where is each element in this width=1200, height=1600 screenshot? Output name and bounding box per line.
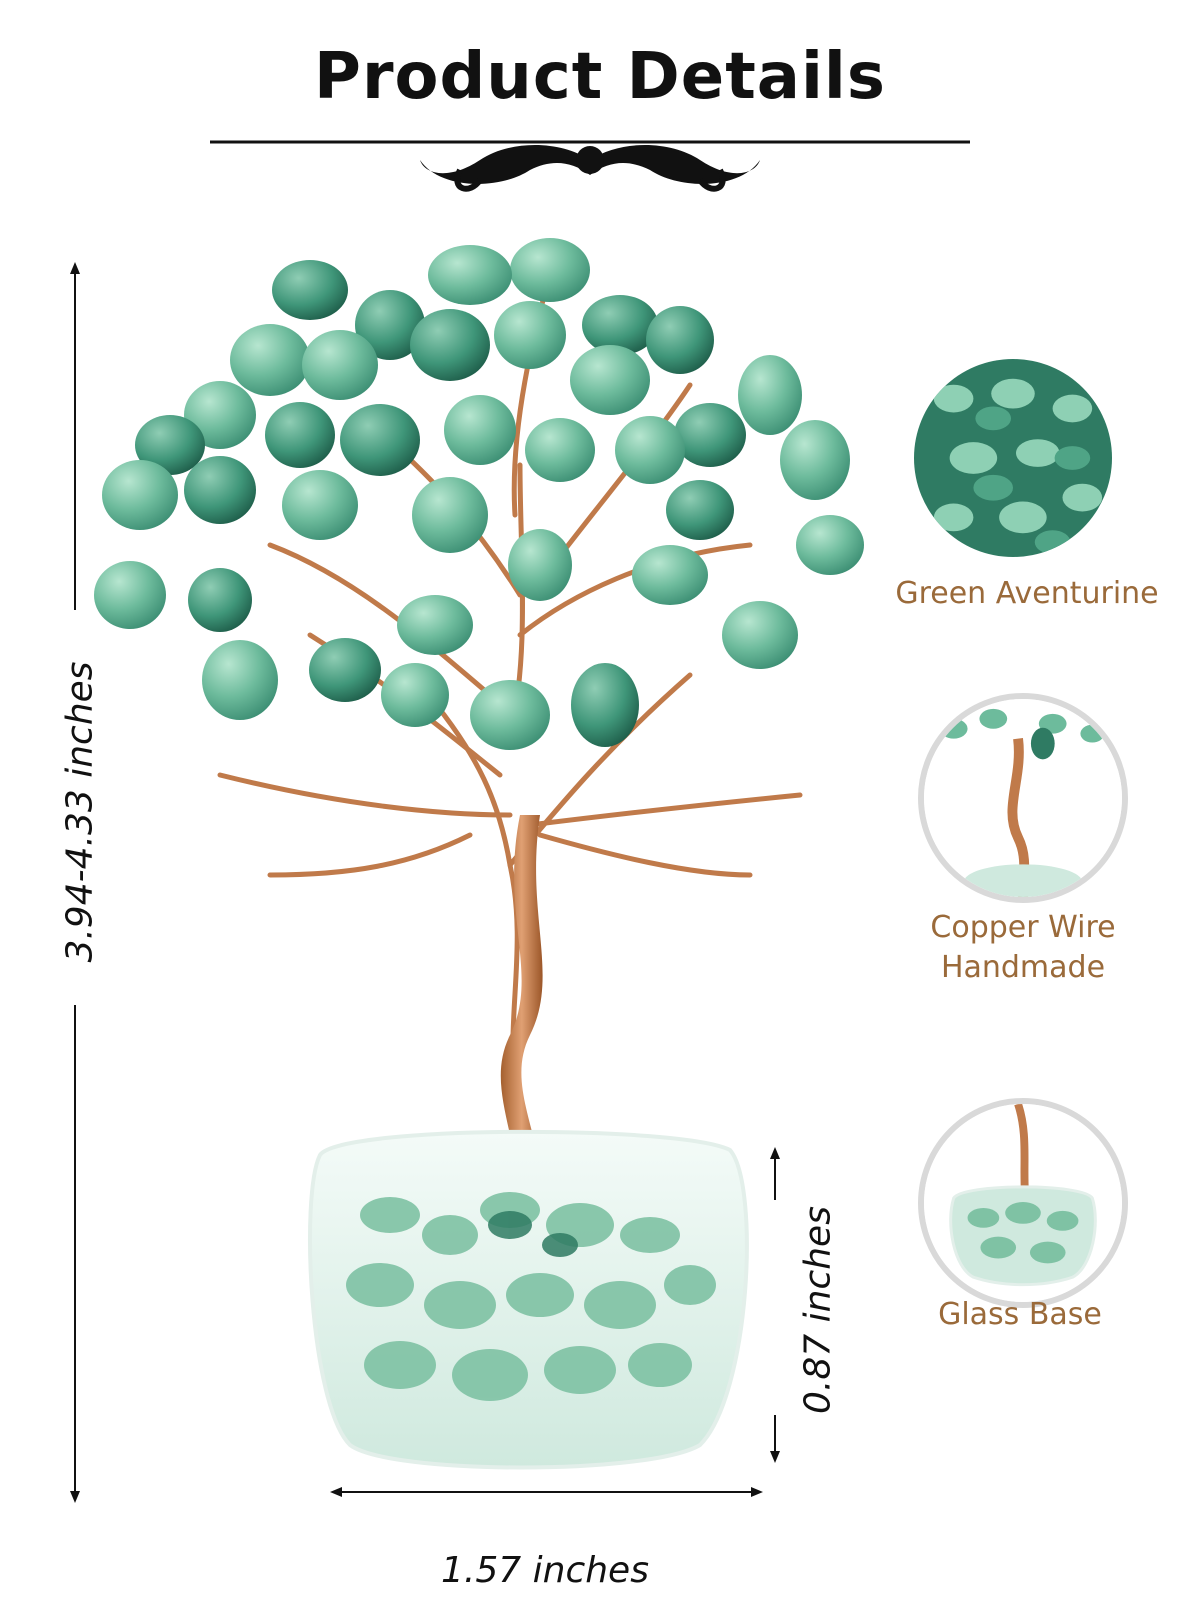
copper-wire-thumbnail — [918, 693, 1128, 903]
feature-green-aventurine: Green Aventurine — [895, 576, 1159, 611]
green-aventurine-thumbnail — [908, 353, 1118, 563]
glass-base-thumbnail — [918, 1098, 1128, 1308]
feature-copper-wire-line2: Handmade — [940, 950, 1106, 985]
feature-copper-wire: Copper Wire Handmade — [873, 908, 1173, 988]
crystal-tree-image — [94, 238, 864, 1470]
ornament-divider-icon — [210, 140, 970, 192]
width-label: 1.57 inches — [441, 1550, 649, 1591]
feature-glass-base: Glass Base — [938, 1297, 1102, 1332]
feature-copper-wire-line1: Copper Wire — [930, 910, 1116, 945]
page-title: Product Details — [314, 40, 886, 114]
